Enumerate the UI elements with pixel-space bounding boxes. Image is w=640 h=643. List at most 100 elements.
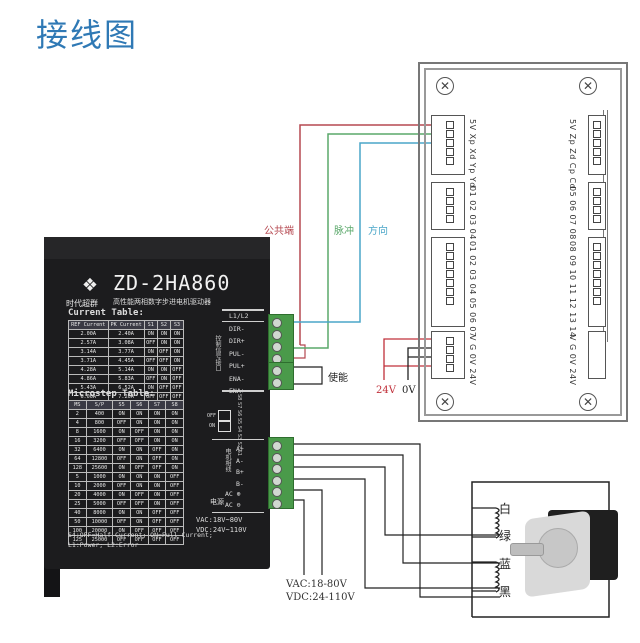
board-connector: [431, 115, 465, 175]
table-cell: ON: [129, 418, 149, 428]
motor-power-terminal-block: [268, 437, 294, 509]
pin-label: PUL-: [229, 349, 245, 358]
table-cell: 400: [85, 409, 114, 419]
vdc-range: VDC:24-110V: [286, 592, 355, 603]
table-cell: ON: [129, 517, 149, 527]
table-cell: ON: [112, 427, 131, 437]
wire-pulse: [292, 133, 448, 349]
table-cell: 4000: [85, 490, 114, 500]
pin-label: PUL+: [229, 362, 245, 371]
connector-pin: [593, 279, 601, 287]
brand-logo-icon: ❖: [81, 275, 99, 296]
divider: [212, 439, 264, 440]
table-cell: 2.00A: [68, 329, 109, 339]
motor-pin-labels: A+ A- B+ B-: [236, 444, 244, 490]
terminal-screw-icon: [272, 487, 282, 497]
note-line: S4:OFF=Half Current; ON=Full Current;: [68, 531, 213, 539]
table-cell: OFF: [112, 535, 131, 545]
enable-terminal-block: [268, 362, 294, 390]
connector-pin: [446, 252, 454, 260]
table-cell: 8: [68, 427, 87, 437]
page-title: 接线图: [36, 16, 139, 54]
board-connector: [588, 331, 606, 379]
connector-pin: [593, 157, 601, 165]
table-cell: ON: [169, 329, 185, 339]
connector-pin: [446, 297, 454, 305]
table-cell: 2.57A: [68, 338, 109, 348]
board-connector: [588, 237, 606, 327]
pin-label: ENA-: [229, 374, 245, 383]
terminal-screw-icon: [272, 378, 282, 388]
table-cell: 25000: [85, 535, 114, 545]
connector-pin: [446, 261, 454, 269]
motor-phase-label: 电机相线: [224, 448, 231, 472]
table-cell: 50: [68, 517, 87, 527]
table-cell: OFF: [143, 356, 158, 366]
table-cell: OFF: [156, 347, 171, 357]
connector-pin: [446, 157, 454, 165]
table-cell: 6400: [85, 445, 114, 455]
table-cell: ON: [143, 347, 158, 357]
table-cell: 800: [85, 418, 114, 428]
table-cell: 3200: [85, 436, 114, 446]
controller-board-inner: [424, 68, 622, 416]
table-cell: 5000: [85, 499, 114, 509]
table-cell: 25: [68, 499, 87, 509]
table-cell: OFF: [147, 454, 167, 464]
table-cell: OFF: [129, 427, 149, 437]
current-table-title: Current Table:: [68, 308, 144, 318]
connector-label: 01 02 03 04 05 06 07: [468, 241, 477, 338]
table-cell: 10000: [85, 517, 114, 527]
table-cell: S5: [112, 400, 131, 410]
table-cell: ON: [169, 338, 185, 348]
pin-label: DIR+: [229, 337, 245, 346]
table-cell: 40: [68, 508, 87, 518]
connector-pin: [446, 337, 454, 345]
table-cell: ON: [143, 365, 158, 375]
table-cell: OFF: [112, 454, 131, 464]
table-cell: OFF: [156, 383, 171, 393]
table-cell: ON: [112, 490, 131, 500]
connector-pin: [446, 197, 454, 205]
wire-white-label: 白: [499, 502, 512, 516]
table-cell: ON: [129, 454, 149, 464]
table-cell: 4: [68, 418, 87, 428]
board-connector: [588, 115, 606, 175]
table-cell: OFF: [156, 356, 171, 366]
vac-range: VAC:18-80V: [286, 579, 347, 590]
terminal-screw-icon: [272, 498, 282, 509]
switch-off-label: OFF: [207, 413, 217, 419]
connector-pin: [446, 130, 454, 138]
table-cell: OFF: [165, 499, 184, 509]
board-connector: [431, 331, 465, 379]
connector-pin: [446, 139, 454, 147]
table-cell: 32: [68, 445, 87, 455]
mount-screw-icon: ✕: [436, 393, 454, 411]
table-cell: ON: [112, 472, 131, 482]
driver-notes: S4:OFF=Half Current; ON=Full Current; L1…: [68, 530, 213, 550]
table-cell: OFF: [165, 490, 184, 500]
table-cell: 16: [68, 436, 87, 446]
table-cell: ON: [156, 338, 171, 348]
connector-pin: [446, 279, 454, 287]
board-connector: [431, 237, 465, 327]
table-cell: 5.83A: [107, 374, 145, 384]
connector-pin: [593, 148, 601, 156]
table-cell: ON: [165, 463, 184, 473]
table-cell: 3.77A: [107, 347, 145, 357]
connector-label: 05 06 07 08: [568, 186, 577, 240]
direction-label: 方向: [368, 226, 388, 237]
note-line: L1:Power; L2:Error: [68, 541, 139, 549]
